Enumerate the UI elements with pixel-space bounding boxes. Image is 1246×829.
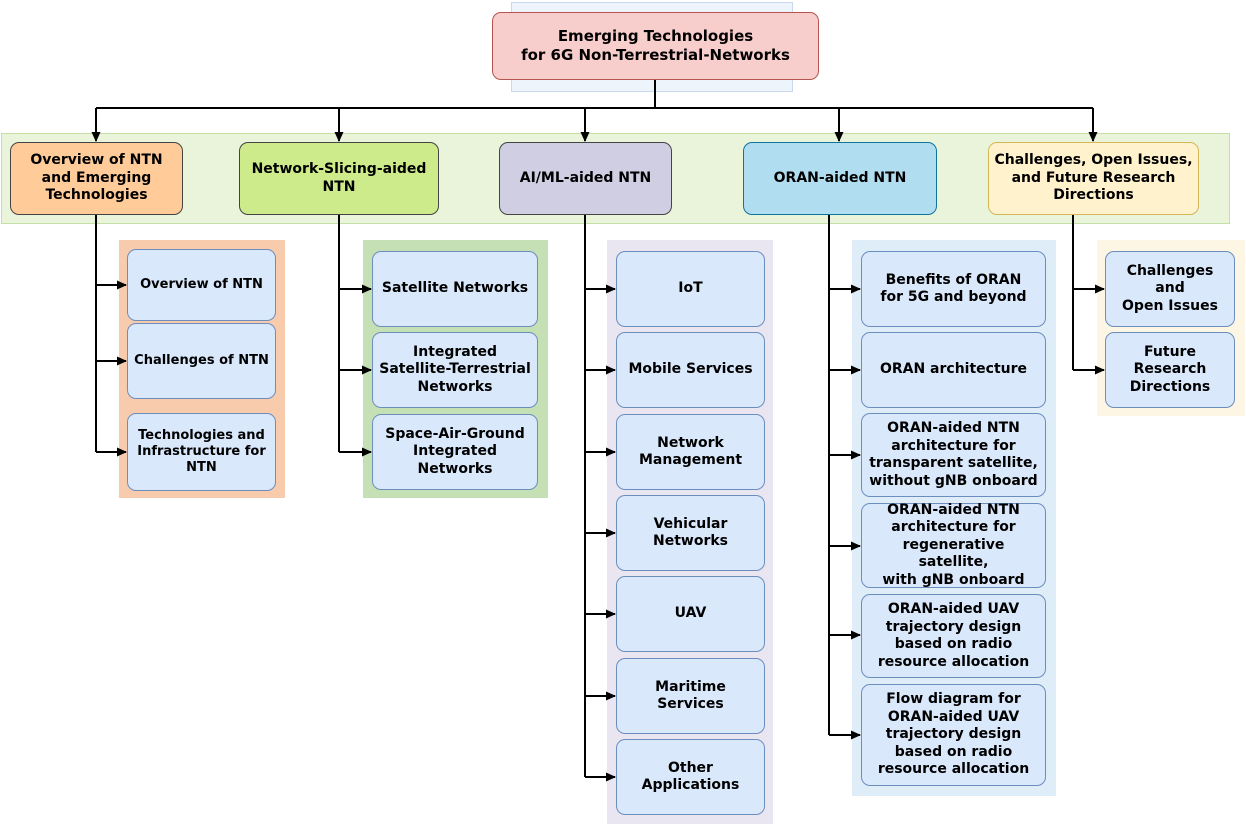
subtopic-satellite-networks: Satellite Networks (372, 251, 538, 327)
subtopic-integrated-satellite-terrestrial: Integrated Satellite-Terrestrial Network… (372, 332, 538, 408)
subtopic-other-applications: Other Applications (616, 739, 765, 815)
root-node: Emerging Technologies for 6G Non-Terrest… (492, 12, 819, 80)
subtopic-future-research-directions: Future Research Directions (1105, 332, 1235, 408)
subtopic-oran-transparent-satellite: ORAN-aided NTN architecture for transpar… (861, 413, 1046, 497)
category-challenges: Challenges, Open Issues, and Future Rese… (988, 142, 1199, 215)
subtopic-challenges-of-ntn: Challenges of NTN (127, 323, 276, 399)
subtopic-benefits-of-oran: Benefits of ORAN for 5G and beyond (861, 251, 1046, 327)
subtopic-overview-of-ntn: Overview of NTN (127, 249, 276, 321)
subtopic-space-air-ground: Space-Air-Ground Integrated Networks (372, 414, 538, 490)
category-oran: ORAN-aided NTN (743, 142, 937, 215)
subtopic-oran-uav-trajectory: ORAN-aided UAV trajectory design based o… (861, 594, 1046, 678)
subtopic-challenges-open-issues: Challenges and Open Issues (1105, 251, 1235, 327)
subtopic-mobile-services: Mobile Services (616, 332, 765, 408)
subtopic-network-management: Network Management (616, 414, 765, 490)
subtopic-maritime-services: Maritime Services (616, 658, 765, 734)
subtopic-vehicular-networks: Vehicular Networks (616, 495, 765, 571)
category-ai-ml: AI/ML-aided NTN (499, 142, 672, 215)
subtopic-oran-regenerative-satellite: ORAN-aided NTN architecture for regenera… (861, 502, 1046, 588)
category-network-slicing: Network-Slicing-aided NTN (239, 142, 439, 215)
subtopic-iot: IoT (616, 251, 765, 327)
subtopic-uav: UAV (616, 576, 765, 652)
subtopic-oran-architecture: ORAN architecture (861, 332, 1046, 408)
category-overview: Overview of NTN and Emerging Technologie… (10, 142, 183, 215)
subtopic-technologies-infrastructure: Technologies and Infrastructure for NTN (127, 413, 276, 491)
subtopic-oran-flow-diagram: Flow diagram for ORAN-aided UAV trajecto… (861, 684, 1046, 786)
